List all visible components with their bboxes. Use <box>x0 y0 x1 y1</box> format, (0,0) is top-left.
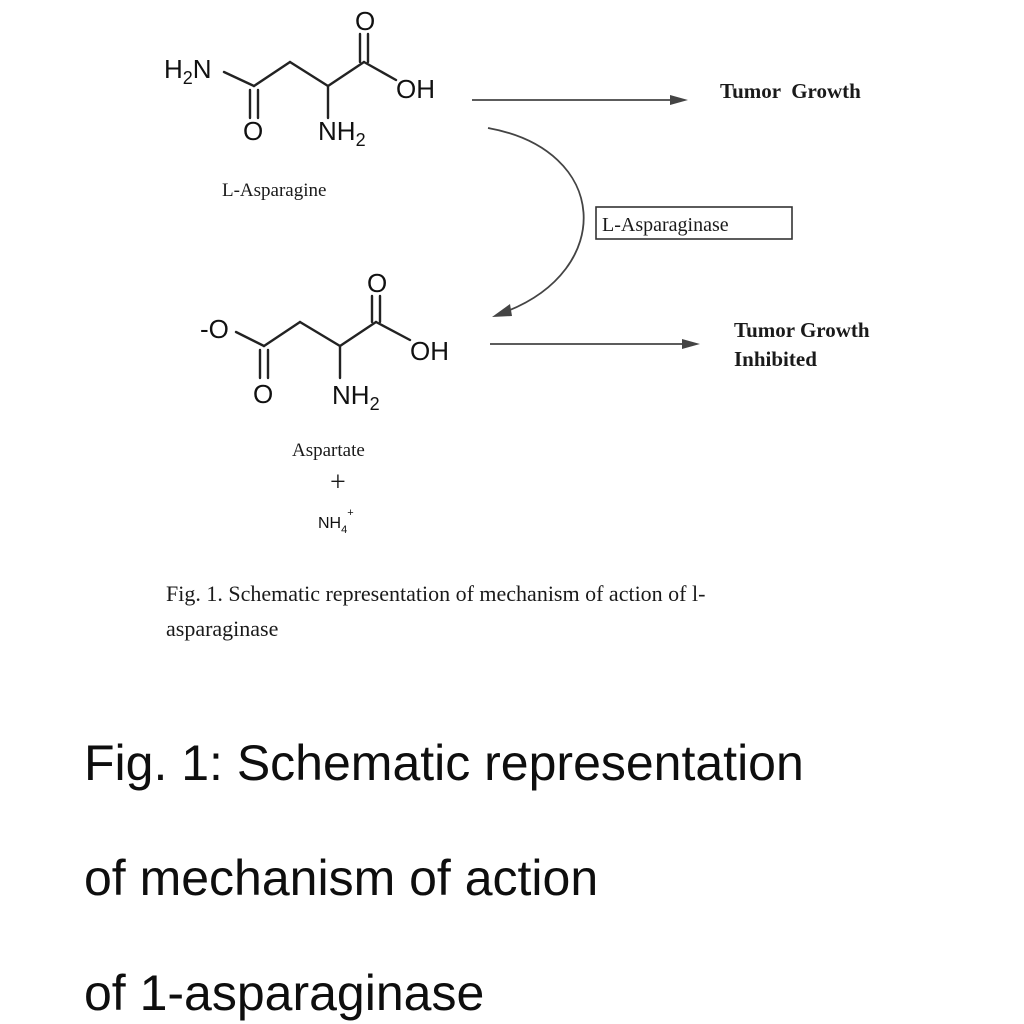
amine-label: NH2 <box>318 116 366 150</box>
mechanism-diagram: H2N O O OH NH2 L-Asparagine Tumor Growth… <box>164 6 870 641</box>
amide-nh2-label: H2N <box>164 54 212 88</box>
caption-line-1: Fig. 1: Schematic representation <box>84 735 804 791</box>
arrowhead <box>670 95 688 105</box>
bond <box>288 60 330 88</box>
aspartate-structure: -O O O OH NH2 Aspartate + NH4+ <box>200 268 449 536</box>
bond <box>338 320 378 348</box>
carbonyl-o-label: O <box>253 379 273 409</box>
plus-sign: + <box>330 467 346 498</box>
enzyme-reaction-arrow <box>487 127 585 313</box>
bond <box>222 70 256 88</box>
caption-line-3: of 1-asparaginase <box>84 965 485 1021</box>
l-asparagine-structure: H2N O O OH NH2 L-Asparagine <box>164 6 435 201</box>
enzyme-box <box>595 206 793 240</box>
figure-caption-line2: asparaginase <box>166 616 278 641</box>
hydroxyl-label: OH <box>410 336 449 366</box>
bond <box>374 320 412 342</box>
bond <box>262 320 302 348</box>
bond <box>234 330 266 348</box>
ammonium-label: NH4+ <box>318 507 354 536</box>
figure-caption-line1: Fig. 1. Schematic representation of mech… <box>166 581 705 606</box>
outcome-tumor-growth: Tumor Growth <box>720 79 861 103</box>
carboxylate-label: -O <box>200 314 229 344</box>
carbonyl-o-label: O <box>355 6 375 36</box>
arrowhead <box>682 339 700 349</box>
outcome-tumor-growth-line2: Inhibited <box>734 347 817 371</box>
bond <box>252 60 292 88</box>
substrate-name: L-Asparagine <box>222 180 326 201</box>
hydroxyl-label: OH <box>396 74 435 104</box>
carbonyl-o-label: O <box>243 116 263 146</box>
bond <box>362 60 398 82</box>
arrowhead <box>492 304 512 317</box>
outcome-tumor-growth-line1: Tumor Growth <box>734 318 870 342</box>
caption-line-2: of mechanism of action <box>84 850 599 906</box>
carbonyl-o-label: O <box>367 268 387 298</box>
amine-label: NH2 <box>332 380 380 414</box>
product-name: Aspartate <box>292 440 365 461</box>
bond <box>326 60 366 88</box>
bond <box>298 320 342 348</box>
enzyme-label: L-Asparaginase <box>602 214 729 236</box>
